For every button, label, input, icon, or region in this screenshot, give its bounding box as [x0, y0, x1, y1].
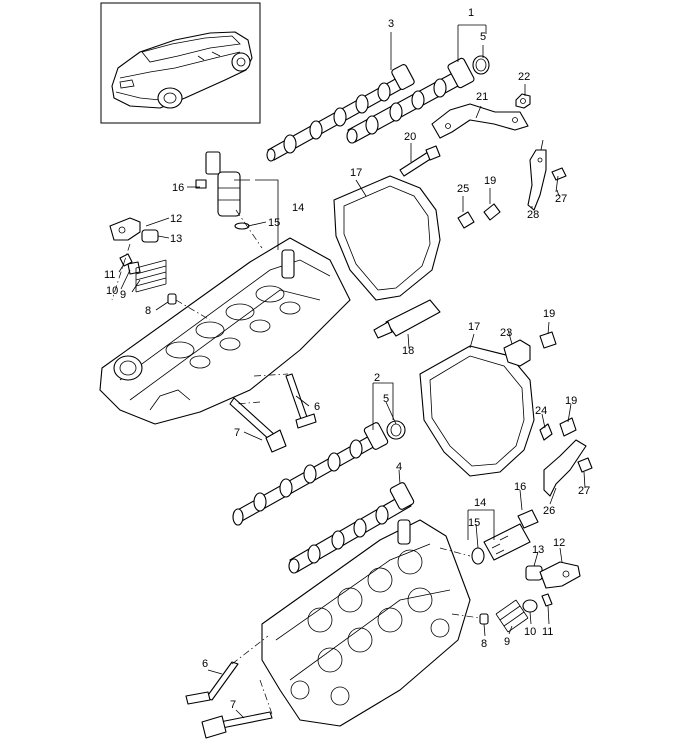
callout-3: 3 [388, 18, 394, 30]
callout-4: 4 [396, 461, 402, 473]
sealant-tube-18 [373, 299, 441, 339]
keeper-11-lower [541, 593, 553, 607]
callout-9-upper: 9 [120, 289, 126, 301]
callout-15-upper: 15 [268, 217, 280, 229]
callout-27-upper: 27 [555, 193, 567, 205]
bracket-26 [543, 439, 587, 497]
callout-16-lower: 16 [514, 481, 526, 493]
bolt-16-upper [195, 179, 207, 189]
solenoid-14-lower [483, 509, 539, 561]
callout-28: 28 [527, 209, 539, 221]
callout-20: 20 [404, 131, 416, 143]
retainer-10-lower [522, 599, 538, 613]
rocker-12-upper [109, 217, 141, 241]
washer-25-bolt-19-upper [457, 203, 501, 229]
valve-spring-9-lower [495, 599, 529, 633]
camshaft-1 [346, 55, 490, 144]
callout-13-lower: 13 [532, 544, 544, 556]
callout-8-upper: 8 [145, 305, 151, 317]
bracket-21 [431, 103, 529, 139]
lifter-13-upper [141, 229, 159, 243]
callout-17-upper: 17 [350, 167, 362, 179]
valve-seal-8-lower [479, 613, 489, 625]
callout-19-upper: 19 [484, 175, 496, 187]
valve-7-lower [201, 711, 273, 739]
valve-seal-8-upper [167, 293, 177, 305]
callout-10-lower: 10 [524, 626, 536, 638]
callout-9-lower: 9 [504, 636, 510, 648]
callout-10-upper: 10 [106, 285, 118, 297]
camshaft-4 [288, 482, 415, 574]
bracket-28 [527, 149, 547, 211]
callout-1: 1 [468, 7, 474, 19]
callout-12-upper: 12 [170, 213, 182, 225]
callout-19-lower-b: 19 [565, 395, 577, 407]
cover-17-lower [419, 345, 535, 477]
assembly-lines [111, 209, 481, 715]
callout-7-upper: 7 [234, 427, 240, 439]
callout-2: 2 [374, 372, 380, 384]
washer-24-bolt-19-lower [539, 417, 577, 441]
valve-6-upper [285, 373, 317, 429]
callout-26: 26 [543, 505, 555, 517]
valve-7-upper [229, 397, 287, 453]
vehicle-thumbnail [100, 2, 261, 124]
callout-11-lower: 11 [542, 626, 553, 638]
callout-6-upper: 6 [314, 401, 320, 413]
camshaft-3 [266, 64, 415, 162]
bolt-20 [399, 145, 441, 177]
callout-22: 22 [518, 71, 530, 83]
lifter-13-lower [525, 565, 543, 581]
callout-17-lower: 17 [468, 321, 480, 333]
valve-keepers-11-10-upper [119, 253, 141, 275]
valve-spring-9-upper [135, 259, 167, 293]
callout-25: 25 [457, 183, 469, 195]
cylinder-head-lower [261, 519, 471, 727]
callout-27-lower: 27 [578, 485, 590, 497]
callout-7-lower: 7 [230, 699, 236, 711]
callout-11-upper: 11 [104, 269, 115, 281]
cylinder-head-upper [99, 237, 351, 425]
callout-24: 24 [535, 405, 547, 417]
callout-6-lower: 6 [202, 658, 208, 670]
callout-labels: 1 2 3 4 5 5 6 6 7 7 8 8 9 9 10 10 11 11 … [104, 7, 590, 711]
callout-15-lower: 15 [468, 517, 480, 529]
bolt-19-lower-a [539, 331, 557, 349]
bracket-23 [503, 339, 531, 367]
callout-5-lower: 5 [383, 393, 389, 405]
callout-8-lower: 8 [481, 638, 487, 650]
callout-18: 18 [402, 345, 414, 357]
callout-14-upper: 14 [292, 202, 304, 214]
rocker-12-lower [539, 561, 581, 589]
camshaft-2 [232, 420, 406, 526]
callout-14-lower: 14 [474, 497, 486, 509]
solenoid-14-upper [205, 151, 250, 230]
callout-23: 23 [500, 327, 512, 339]
callout-12-lower: 12 [553, 537, 565, 549]
callout-19-lower-a: 19 [543, 308, 555, 320]
callout-16-upper: 16 [172, 182, 184, 194]
callout-5-upper: 5 [480, 31, 486, 43]
nut-22 [515, 93, 531, 109]
bolt-27-lower [577, 457, 593, 473]
cover-17-upper [333, 175, 441, 301]
callout-21: 21 [476, 91, 488, 103]
o-ring-15-lower [471, 547, 485, 565]
valve-6-lower [185, 661, 239, 705]
leader-lines [118, 24, 586, 719]
callout-13-upper: 13 [170, 233, 182, 245]
bolt-27-upper [551, 167, 567, 193]
